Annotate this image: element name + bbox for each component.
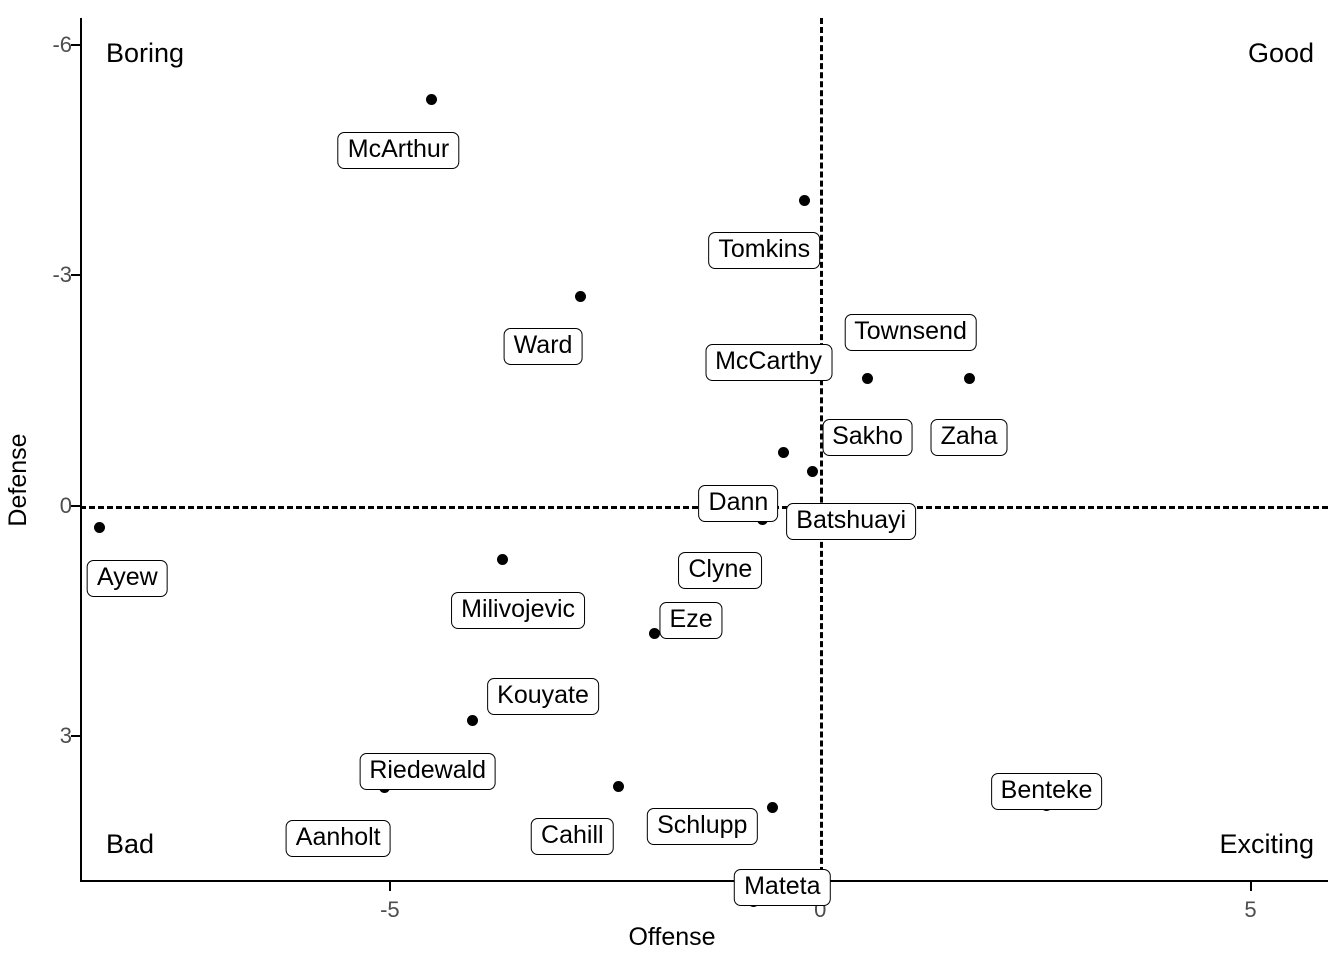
data-point[interactable]	[497, 553, 509, 565]
point-label[interactable]: Clyne	[678, 551, 763, 589]
x-tick-mark	[1249, 882, 1252, 891]
x-axis-title: Offense	[628, 923, 716, 951]
point-label[interactable]: Aanholt	[285, 819, 391, 857]
y-tick-mark	[71, 504, 80, 507]
x-tick-mark	[388, 882, 391, 891]
data-point[interactable]	[767, 802, 779, 813]
point-label[interactable]: Milivojevic	[451, 591, 586, 629]
point-label[interactable]: Riedewald	[359, 752, 497, 790]
point-label[interactable]: McArthur	[337, 131, 460, 169]
y-axis-line	[80, 18, 82, 882]
y-tick-label: 3	[59, 723, 72, 749]
point-label[interactable]: McCarthy	[705, 343, 833, 381]
x-axis-line	[80, 880, 1328, 882]
y-tick-label: 0	[59, 492, 72, 518]
point-label[interactable]: Benteke	[990, 772, 1103, 810]
point-label[interactable]: Batshuayi	[786, 503, 917, 541]
vertical-reference-line	[820, 18, 824, 882]
data-point[interactable]	[799, 194, 811, 206]
point-label[interactable]: Mateta	[734, 868, 831, 906]
quadrant-label-top-right: Good	[1247, 38, 1314, 68]
y-tick-mark	[71, 274, 80, 277]
y-tick-mark	[71, 43, 80, 46]
y-tick-label: -6	[52, 31, 72, 57]
point-label[interactable]: Cahill	[531, 818, 614, 856]
point-label[interactable]: Kouyate	[487, 677, 599, 715]
x-tick-label: 5	[1244, 897, 1257, 922]
point-label[interactable]: Ayew	[86, 560, 168, 598]
y-tick-label: -3	[52, 262, 72, 288]
data-point[interactable]	[777, 447, 789, 459]
data-point[interactable]	[466, 715, 478, 727]
point-label[interactable]: Schlupp	[647, 807, 758, 845]
data-point[interactable]	[963, 372, 975, 384]
data-point[interactable]	[806, 465, 818, 477]
data-point[interactable]	[649, 628, 661, 640]
x-tick-label: -5	[380, 897, 400, 922]
quadrant-label-top-left: Boring	[106, 38, 185, 68]
point-label[interactable]: Zaha	[930, 418, 1008, 456]
point-label[interactable]: Tomkins	[708, 232, 821, 270]
data-point[interactable]	[613, 780, 625, 792]
point-label[interactable]: Dann	[698, 484, 779, 522]
quadrant-label-bottom-right: Exciting	[1219, 829, 1314, 859]
data-point[interactable]	[94, 522, 106, 534]
y-tick-mark	[71, 735, 80, 738]
point-label[interactable]: Eze	[659, 601, 723, 639]
data-point[interactable]	[575, 290, 587, 302]
data-point[interactable]	[425, 93, 437, 105]
point-label[interactable]: Townsend	[844, 313, 977, 351]
data-point[interactable]	[862, 372, 874, 384]
quadrant-label-bottom-left: Bad	[106, 829, 155, 859]
point-label[interactable]: Sakho	[822, 418, 913, 456]
point-label[interactable]: Ward	[503, 328, 583, 366]
